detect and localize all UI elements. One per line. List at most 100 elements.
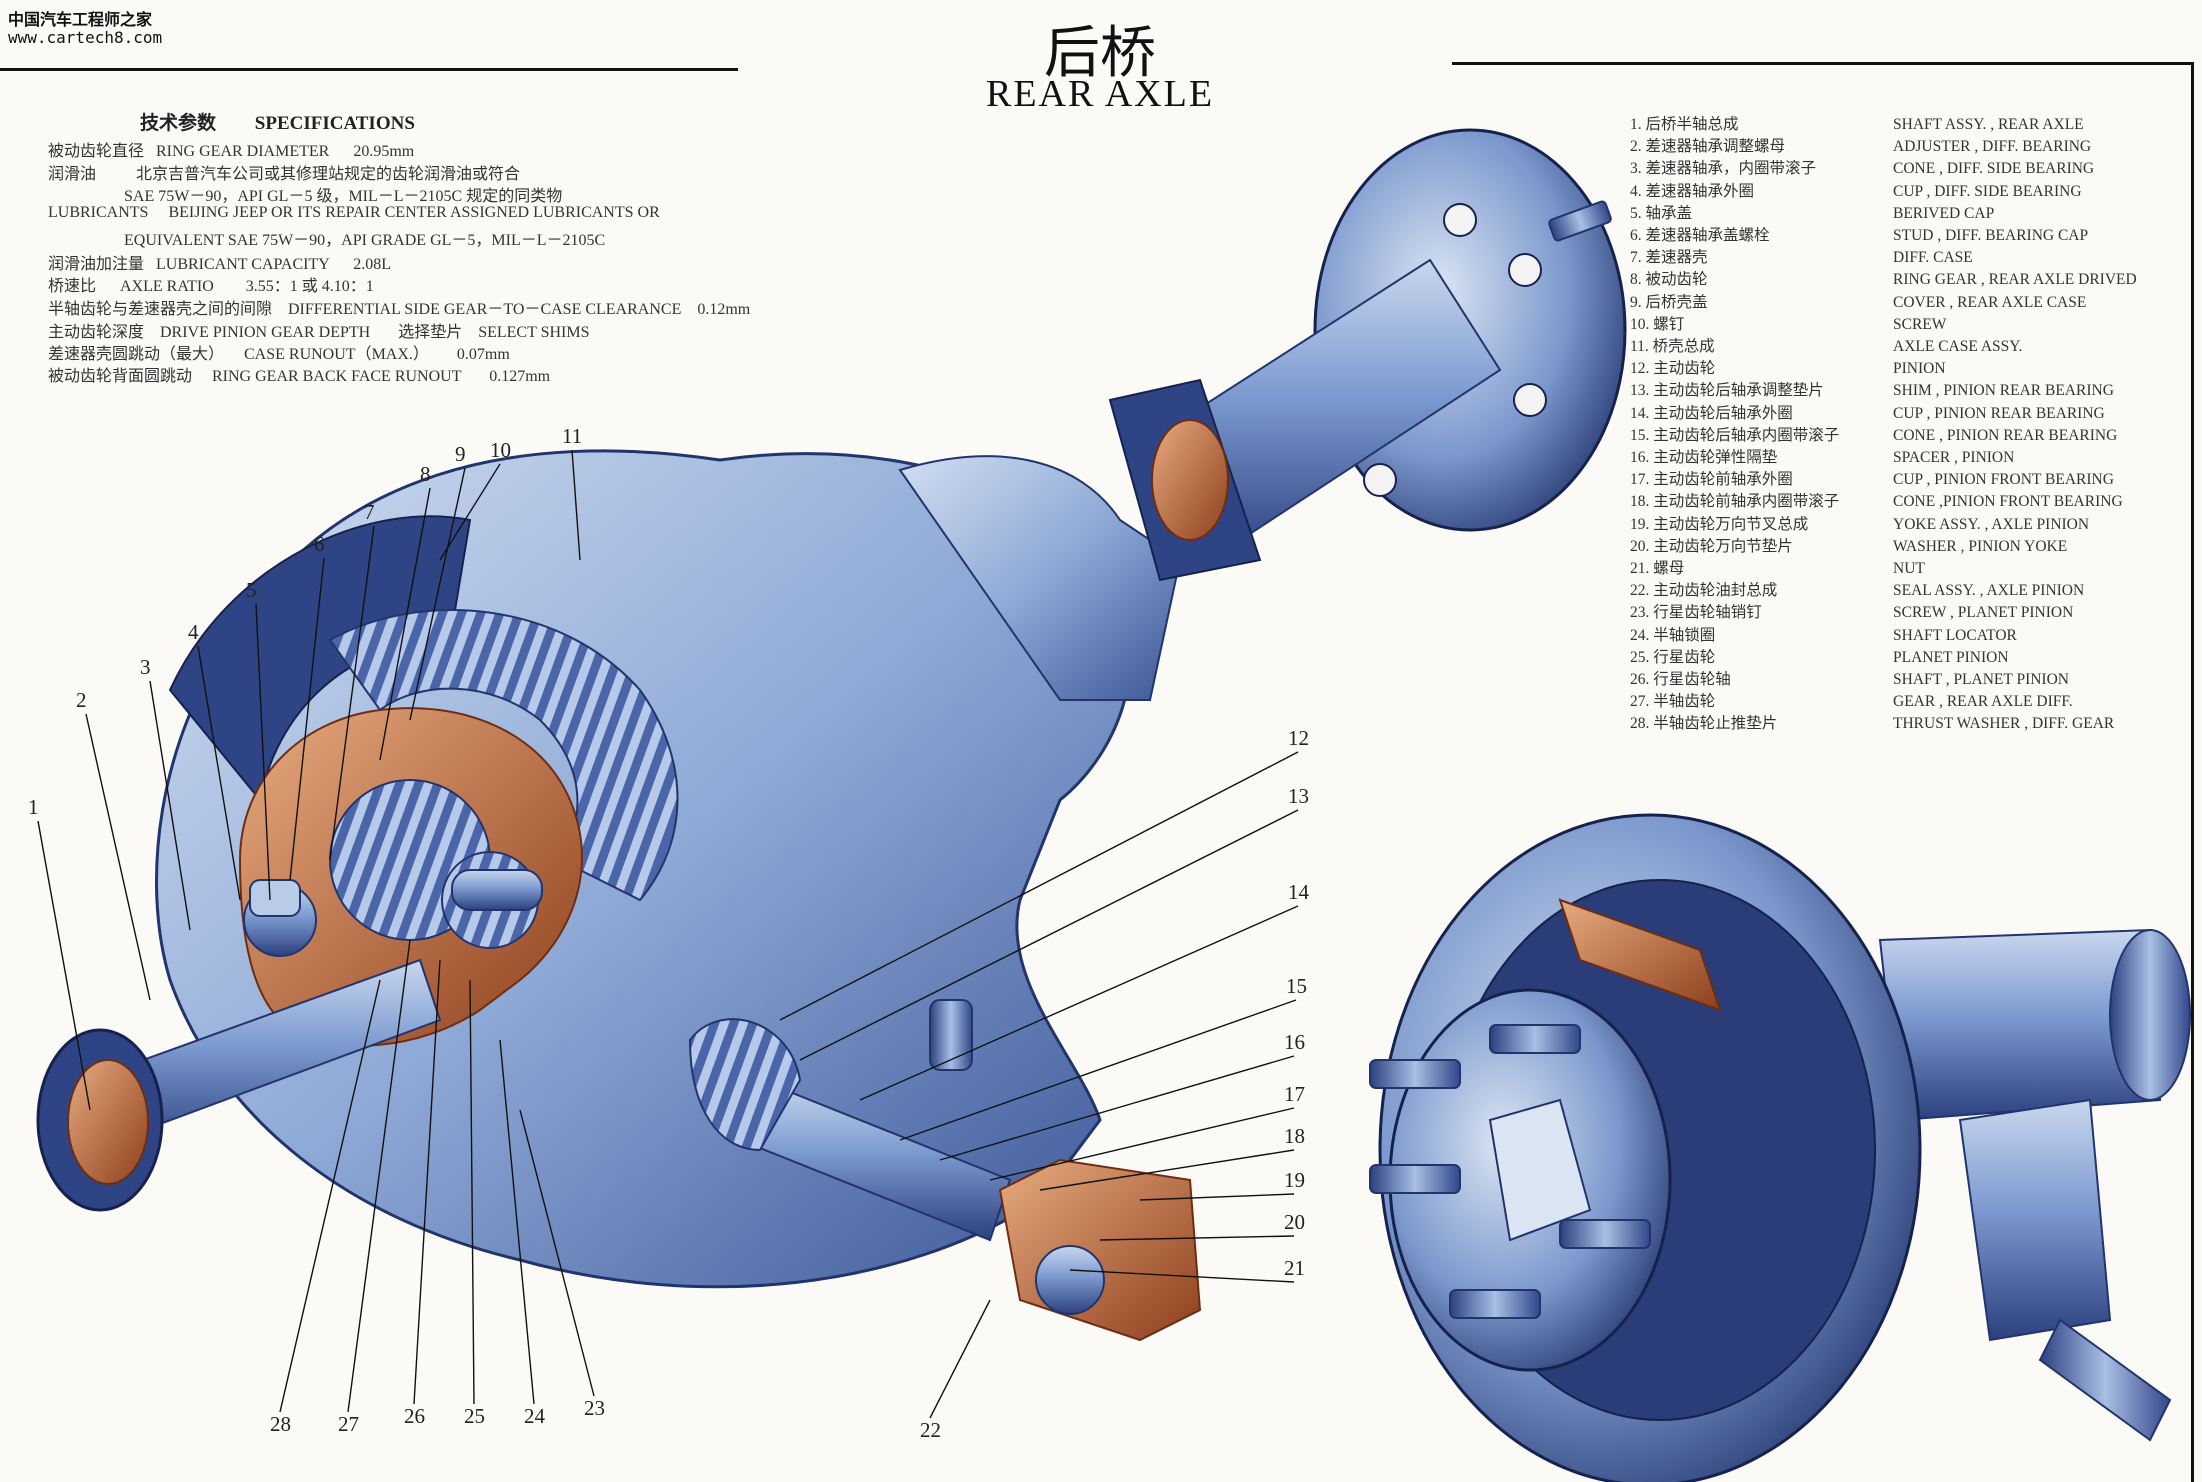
callout-number-4: 4 xyxy=(188,620,199,644)
axle-shaft-end-face xyxy=(67,1059,149,1185)
leader-line-20 xyxy=(1099,1235,1295,1241)
case-plug xyxy=(929,999,973,1071)
part-name-en: CUP , DIFF. SIDE BEARING xyxy=(1893,182,2082,200)
part-name-en: RING GEAR , REAR AXLE DRIVED xyxy=(1893,271,2137,289)
part-name-cn: 11. 桥壳总成 xyxy=(1630,338,1715,355)
part-name-cn: 4. 差速器轴承外圈 xyxy=(1630,182,1755,200)
leader-line-27 xyxy=(347,939,411,1413)
callout-number-12: 12 xyxy=(1288,726,1309,750)
part-name-cn: 2. 差速器轴承调整螺母 xyxy=(1630,138,1786,156)
wheel-stud xyxy=(1559,1219,1651,1249)
part-name-cn: 19. 主动齿轮万向节叉总成 xyxy=(1630,515,1809,533)
callout-number-13: 13 xyxy=(1288,784,1309,808)
part-name-en: BERIVED CAP xyxy=(1893,204,1995,222)
leader-line-16 xyxy=(939,1055,1295,1161)
planet-pinion-shaft xyxy=(451,869,543,911)
part-name-en: CONE ,PINION FRONT BEARING xyxy=(1893,493,2123,511)
axle-shaft-end-face xyxy=(1151,419,1229,541)
leader-line-3 xyxy=(149,680,191,931)
part-name-en: SCREW xyxy=(1893,315,1947,333)
callout-number-25: 25 xyxy=(464,1404,485,1428)
callout-number-7: 7 xyxy=(364,500,375,524)
spec-line: 润滑油 北京吉普汽车公司或其修理站规定的齿轮润滑油或符合 xyxy=(48,166,521,183)
leader-line-21 xyxy=(1069,1269,1295,1283)
part-name-cn: 3. 差速器轴承，内圈带滚子 xyxy=(1630,160,1817,178)
part-name-cn: 12. 主动齿轮 xyxy=(1630,360,1716,378)
leader-line-17 xyxy=(989,1107,1295,1181)
header-rule-right xyxy=(1452,62,2194,65)
spec-line: 差速器壳圆跳动（最大） CASE RUNOUT（MAX.） 0.07mm xyxy=(48,346,510,363)
leader-line-22 xyxy=(929,1299,991,1419)
part-name-cn: 7. 差速器壳 xyxy=(1630,249,1708,267)
brake-line-fitting xyxy=(2038,1318,2172,1442)
part-name-en: SCREW , PLANET PINION xyxy=(1893,604,2074,622)
brake-hub-assembly xyxy=(1369,813,2191,1482)
part-name-en: CONE , PINION REAR BEARING xyxy=(1893,426,2118,444)
case-cover-rim xyxy=(168,515,472,803)
part-name-en: PINION xyxy=(1893,360,1946,378)
differential-assembly xyxy=(36,449,1202,1342)
hub-center-flat xyxy=(1488,1098,1592,1242)
leader-line-26 xyxy=(413,959,441,1405)
part-name-cn: 18. 主动齿轮前轴承内圈带滚子 xyxy=(1630,493,1840,511)
part-name-cn: 21. 螺母 xyxy=(1630,560,1685,577)
wheel-cylinder xyxy=(1558,898,1722,1012)
leader-line-2 xyxy=(85,713,151,1001)
callout-number-14: 14 xyxy=(1288,880,1309,904)
callout-number-17: 17 xyxy=(1284,1082,1305,1106)
spring-seat-bracket xyxy=(1958,1098,2112,1342)
part-name-en: DIFF. CASE xyxy=(1893,249,1973,267)
part-name-cn: 14. 主动齿轮后轴承外圈 xyxy=(1630,404,1793,422)
leader-line-9 xyxy=(409,467,466,721)
part-name-cn: 28. 半轴齿轮止推垫片 xyxy=(1630,715,1778,733)
right-border-rule xyxy=(2191,62,2194,1482)
part-name-en: AXLE CASE ASSY. xyxy=(1893,338,2023,355)
specifications-heading-cn: 技术参数 xyxy=(140,113,217,134)
flange-bolt-hole xyxy=(1443,203,1477,237)
spec-line: LUBRICANTS BEIJING JEEP OR ITS REPAIR CE… xyxy=(48,204,660,221)
leader-line-7 xyxy=(329,525,375,861)
callout-number-21: 21 xyxy=(1284,1256,1305,1280)
leader-line-28 xyxy=(279,979,381,1413)
part-name-cn: 20. 主动齿轮万向节垫片 xyxy=(1630,537,1793,555)
leader-line-19 xyxy=(1139,1193,1295,1201)
ring-gear xyxy=(328,609,679,902)
leader-line-6 xyxy=(289,557,325,881)
callout-number-6: 6 xyxy=(314,532,325,556)
part-name-en: SPACER , PINION xyxy=(1893,449,2015,466)
leader-line-10 xyxy=(439,463,501,561)
specifications-heading-en: SPECIFICATIONS xyxy=(254,113,415,134)
spec-line: 润滑油加注量 LUBRICANT CAPACITY 2.08L xyxy=(48,256,391,273)
drive-pinion-gear xyxy=(688,1018,802,1152)
pinion-nut xyxy=(1035,1245,1105,1315)
leader-line-5 xyxy=(255,603,271,901)
part-name-en: CUP , PINION REAR BEARING xyxy=(1893,404,2105,422)
part-name-en: THRUST WASHER , DIFF. GEAR xyxy=(1893,715,2115,733)
callout-number-27: 27 xyxy=(338,1412,359,1436)
leader-line-18 xyxy=(1039,1149,1295,1191)
callout-leader-lines xyxy=(37,449,1299,1419)
part-name-cn: 5. 轴承盖 xyxy=(1630,204,1693,222)
part-name-cn: 17. 主动齿轮前轴承外圈 xyxy=(1630,471,1793,489)
part-name-en: SHAFT , PLANET PINION xyxy=(1893,671,2069,688)
callout-number-15: 15 xyxy=(1286,974,1307,998)
leader-line-25 xyxy=(469,979,475,1405)
part-name-cn: 13. 主动齿轮后轴承调整垫片 xyxy=(1630,382,1824,400)
part-name-cn: 23. 行星齿轮轴销钉 xyxy=(1630,604,1762,622)
spec-line: EQUIVALENT SAE 75W－90，API GRADE GL－5，MIL… xyxy=(48,232,606,249)
callout-number-19: 19 xyxy=(1284,1168,1305,1192)
callout-number-5: 5 xyxy=(246,578,257,602)
callout-number-10: 10 xyxy=(490,438,511,462)
axle-shaft-flange-assembly xyxy=(1108,128,1627,582)
callout-number-2: 2 xyxy=(76,688,87,712)
callout-number-26: 26 xyxy=(404,1404,425,1428)
callout-number-1: 1 xyxy=(28,795,39,819)
part-name-cn: 16. 主动齿轮弹性隔垫 xyxy=(1630,449,1778,466)
watermark-site-name: 中国汽车工程师之家 xyxy=(8,10,153,29)
part-name-en: YOKE ASSY. , AXLE PINION xyxy=(1893,515,2090,533)
spec-line: 桥速比 AXLE RATIO 3.55：1 或 4.10：1 xyxy=(48,278,374,295)
part-name-en: WASHER , PINION YOKE xyxy=(1893,537,2068,555)
wheel-stud xyxy=(1369,1164,1461,1194)
callout-number-20: 20 xyxy=(1284,1210,1305,1234)
leader-line-11 xyxy=(571,449,581,561)
